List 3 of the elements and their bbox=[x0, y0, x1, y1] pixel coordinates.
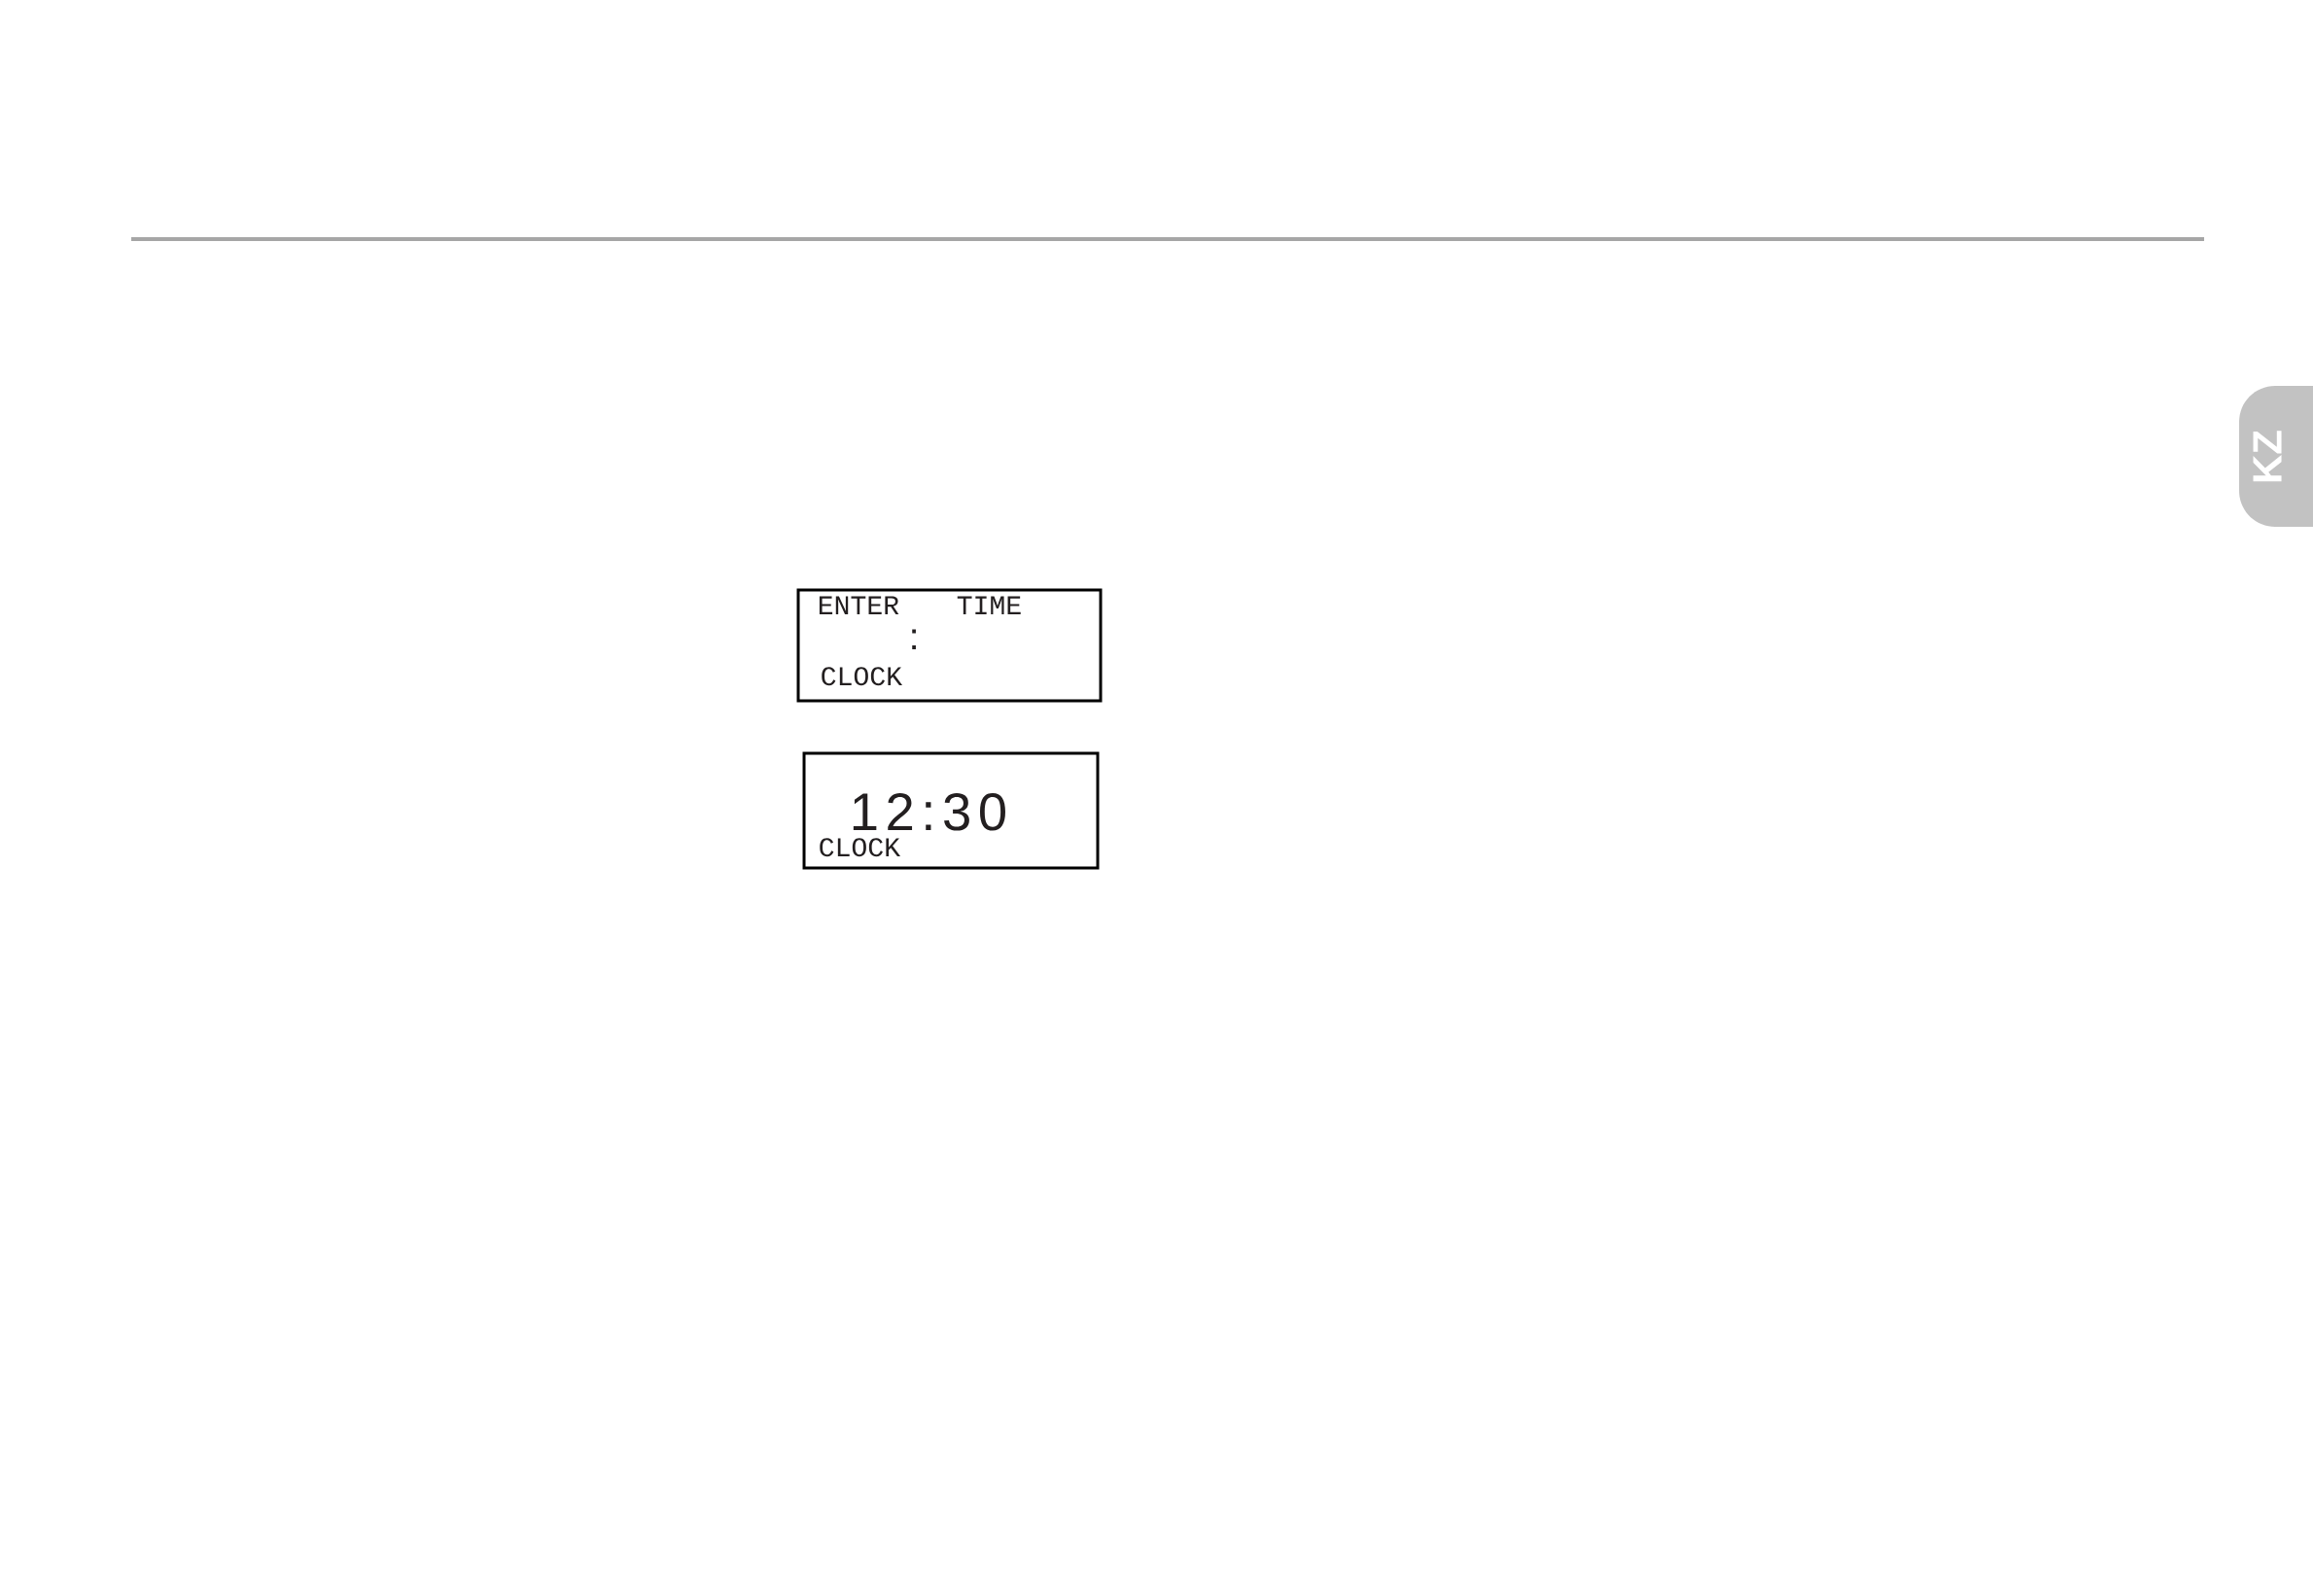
lcd-display: ENTER TIME : CLOCK bbox=[796, 588, 1103, 703]
language-tab: KZ bbox=[2239, 386, 2313, 527]
lcd-display: 12:30 CLOCK bbox=[802, 751, 1100, 870]
